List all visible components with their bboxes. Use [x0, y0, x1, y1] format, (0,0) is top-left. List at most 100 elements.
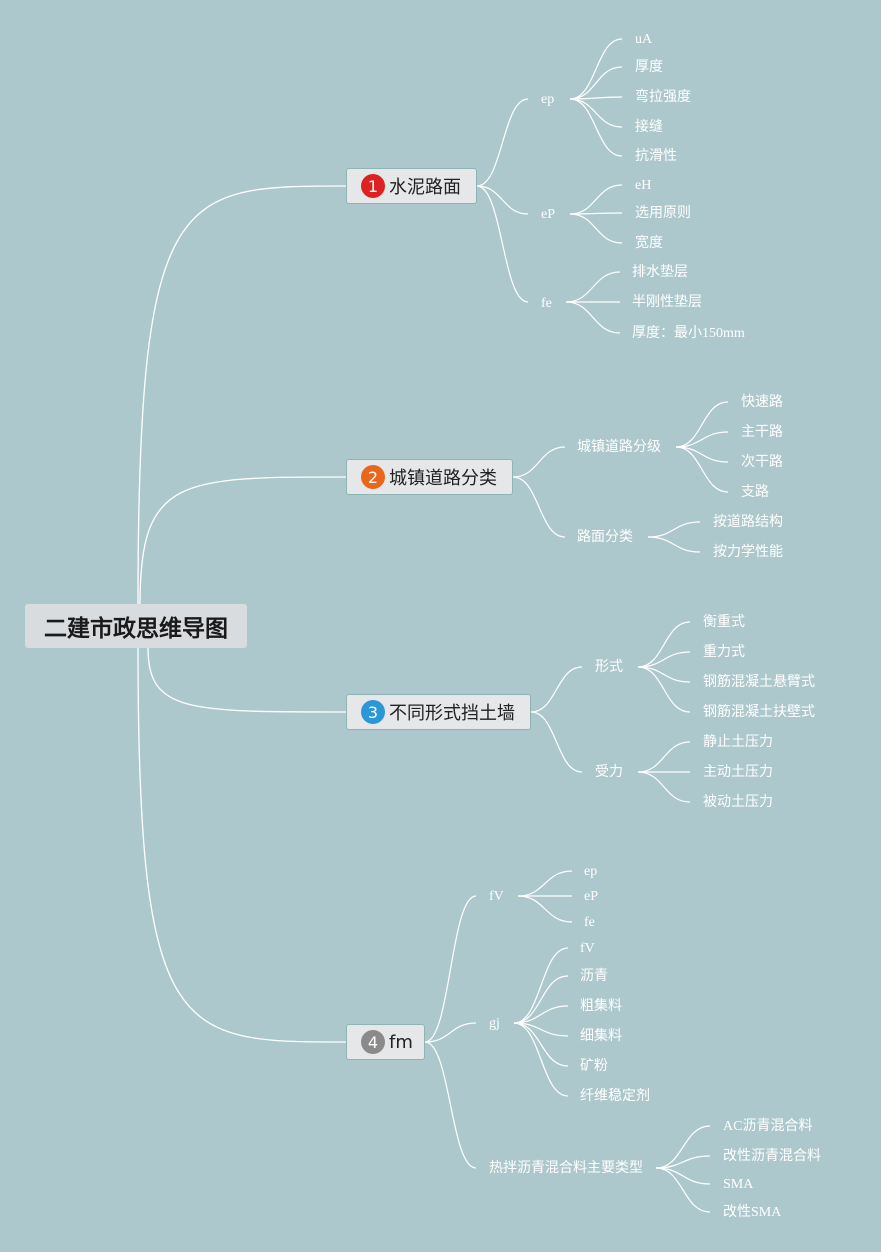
- leaf-topic[interactable]: 次干路: [741, 455, 783, 470]
- leaf-topic[interactable]: ep: [584, 864, 598, 879]
- connector-line: [424, 895, 477, 1043]
- leaf-topic[interactable]: 厚度: [635, 60, 663, 75]
- connector-line: [655, 1167, 711, 1213]
- leaf-topic[interactable]: 细集料: [580, 1029, 622, 1044]
- leaf-topic[interactable]: 宽度: [635, 236, 663, 251]
- branch-fm[interactable]: 4 fm: [346, 1024, 425, 1060]
- connector-line: [637, 666, 691, 683]
- subtopic[interactable]: ep: [541, 92, 555, 107]
- connector-line: [513, 1022, 569, 1067]
- leaf-topic[interactable]: 按力学性能: [713, 545, 783, 560]
- leaf-topic[interactable]: 被动土压力: [703, 795, 773, 810]
- subtopic[interactable]: 热拌沥青混合料主要类型: [489, 1161, 643, 1176]
- connector-line: [569, 38, 623, 100]
- leaf-topic[interactable]: fV: [580, 941, 595, 956]
- leaf-topic[interactable]: eP: [584, 889, 598, 904]
- subtopic[interactable]: gj: [489, 1016, 500, 1031]
- subtopic[interactable]: 形式: [595, 660, 623, 675]
- number-badge-icon: 3: [361, 700, 385, 724]
- connector-line: [675, 431, 729, 448]
- branch-label: 城镇道路分类: [389, 468, 497, 489]
- connector-line: [513, 1005, 569, 1024]
- connector-line: [647, 536, 701, 553]
- connector-line: [476, 98, 529, 187]
- connector-line: [565, 301, 621, 334]
- leaf-topic[interactable]: AC沥青混合料: [723, 1119, 813, 1134]
- connector-line: [476, 185, 529, 215]
- connector-line: [139, 476, 347, 605]
- branch-label: 不同形式挡土墙: [389, 703, 515, 724]
- connector-line: [137, 647, 347, 1043]
- leaf-topic[interactable]: 主动土压力: [703, 765, 773, 780]
- leaf-topic[interactable]: 纤维稳定剂: [580, 1089, 650, 1104]
- number-badge-icon: 1: [361, 174, 385, 198]
- connector-line: [655, 1155, 711, 1169]
- leaf-topic[interactable]: 抗滑性: [635, 149, 677, 164]
- leaf-topic[interactable]: 按道路结构: [713, 515, 783, 530]
- number-badge-icon: 2: [361, 465, 385, 489]
- leaf-topic[interactable]: SMA: [723, 1177, 754, 1192]
- connector-line: [675, 401, 729, 448]
- connector-line: [513, 975, 569, 1024]
- connector-line: [530, 666, 583, 713]
- leaf-topic[interactable]: 粗集料: [580, 999, 622, 1014]
- connector-line: [569, 66, 623, 100]
- connector-line: [637, 771, 691, 803]
- branch-retaining-walls[interactable]: 3 不同形式挡土墙: [346, 694, 531, 730]
- leaf-topic[interactable]: fe: [584, 915, 595, 930]
- leaf-topic[interactable]: uA: [635, 32, 653, 47]
- subtopic[interactable]: eP: [541, 207, 555, 222]
- leaf-topic[interactable]: eH: [635, 178, 652, 193]
- leaf-topic[interactable]: 弯拉强度: [635, 90, 691, 105]
- connector-line: [569, 98, 623, 128]
- connector-line: [530, 711, 583, 773]
- number-badge-icon: 4: [361, 1030, 385, 1054]
- leaf-topic[interactable]: 快速路: [741, 395, 783, 410]
- branch-urban-road-classification[interactable]: 2 城镇道路分类: [346, 459, 513, 495]
- leaf-topic[interactable]: 排水垫层: [632, 265, 688, 280]
- connector-line: [513, 1022, 569, 1097]
- leaf-topic[interactable]: 半刚性垫层: [632, 295, 702, 310]
- connector-line: [637, 651, 691, 668]
- leaf-topic[interactable]: 钢筋混凝土扶壁式: [703, 705, 815, 720]
- branch-label: fm: [389, 1031, 413, 1053]
- connector-line: [637, 621, 691, 668]
- connector-line: [675, 446, 729, 493]
- connector-line: [137, 185, 347, 605]
- branch-cement-pavement[interactable]: 1 水泥路面: [346, 168, 477, 204]
- leaf-topic[interactable]: 衡重式: [703, 615, 745, 630]
- leaf-topic[interactable]: 沥青: [580, 969, 608, 984]
- connector-line: [424, 1022, 477, 1043]
- leaf-topic[interactable]: 接缝: [635, 120, 663, 135]
- root-topic[interactable]: 二建市政思维导图: [25, 604, 247, 648]
- leaf-topic[interactable]: 钢筋混凝土悬臂式: [703, 675, 815, 690]
- leaf-topic[interactable]: 厚度：最小150mm: [632, 326, 745, 341]
- subtopic[interactable]: 路面分类: [577, 530, 633, 545]
- leaf-topic[interactable]: 支路: [741, 485, 769, 500]
- connector-line: [512, 446, 566, 478]
- leaf-topic[interactable]: 主干路: [741, 425, 783, 440]
- connector-line: [569, 98, 623, 157]
- connector-line: [513, 1022, 569, 1037]
- connector-line: [675, 446, 729, 463]
- connector-line: [655, 1125, 711, 1169]
- subtopic[interactable]: fe: [541, 296, 552, 311]
- connector-line: [517, 895, 573, 923]
- connector-line: [517, 870, 573, 897]
- subtopic[interactable]: fV: [489, 889, 504, 904]
- connector-line: [637, 666, 691, 713]
- leaf-topic[interactable]: 改性沥青混合料: [723, 1149, 821, 1164]
- connector-line: [569, 184, 623, 215]
- connector-line: [512, 476, 566, 538]
- connector-line: [655, 1167, 711, 1185]
- leaf-topic[interactable]: 重力式: [703, 645, 745, 660]
- connector-line: [424, 1041, 477, 1169]
- leaf-topic[interactable]: 静止土压力: [703, 735, 773, 750]
- leaf-topic[interactable]: 选用原则: [635, 206, 691, 221]
- leaf-topic[interactable]: 改性SMA: [723, 1205, 782, 1220]
- branch-label: 水泥路面: [389, 177, 461, 198]
- leaf-topic[interactable]: 矿粉: [580, 1059, 608, 1074]
- subtopic[interactable]: 受力: [595, 765, 623, 780]
- subtopic[interactable]: 城镇道路分级: [577, 440, 661, 455]
